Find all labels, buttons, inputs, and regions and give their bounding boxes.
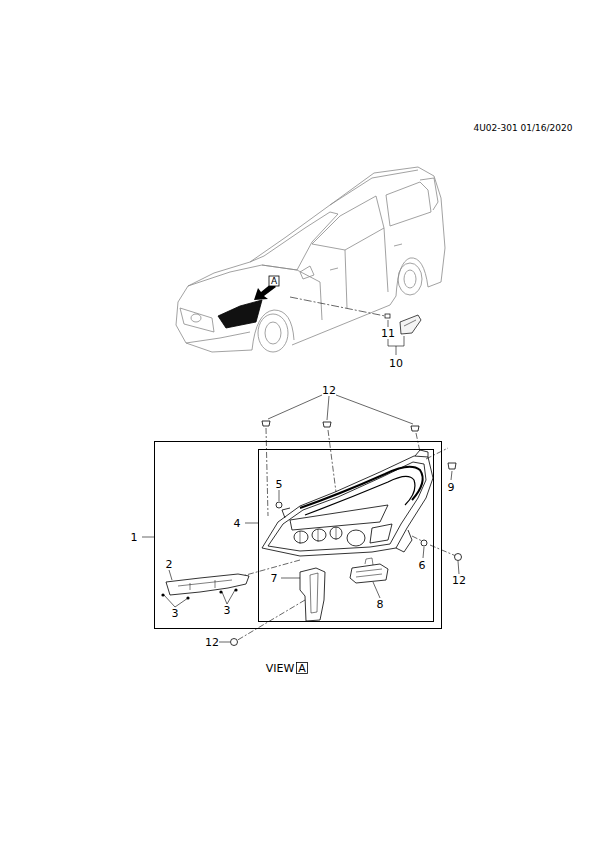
callout-number: 7 (271, 573, 278, 584)
side-marker (400, 315, 421, 334)
callout-number: 1 (131, 532, 138, 543)
callout-number: 3 (172, 608, 179, 619)
callout-number: 12 (452, 575, 466, 586)
car-headlamp (218, 300, 262, 328)
assembly-frame (155, 442, 442, 629)
clips (231, 421, 462, 646)
view-label: VIEW (266, 663, 295, 674)
view-box (297, 663, 308, 674)
drawing-number: 4U02-301 01/16/2020 (474, 124, 573, 133)
callout-number: 6 (419, 560, 426, 571)
callout-number: 12 (205, 637, 219, 648)
view-letter: A (271, 277, 277, 286)
callout-number: 4 (234, 518, 241, 529)
headlamp (262, 450, 433, 556)
callout-number: 11 (381, 328, 395, 339)
callout-number: 5 (276, 479, 283, 490)
callout-number: 3 (224, 605, 231, 616)
callout-number: 2 (166, 559, 173, 570)
vehicle (176, 167, 445, 352)
callout-number: 12 (322, 385, 336, 396)
subassembly-frame (259, 450, 434, 622)
view-letter: A (298, 663, 306, 674)
assembly-lines (210, 428, 456, 641)
bracket (166, 574, 249, 595)
fasteners (161, 588, 237, 599)
leader (290, 297, 385, 316)
view-box (269, 276, 279, 286)
callout-leaders (142, 395, 459, 642)
callout-number: 8 (377, 599, 384, 610)
bracket (300, 568, 325, 621)
control-module (350, 564, 388, 583)
callout-number: 9 (448, 482, 455, 493)
clip (385, 314, 390, 318)
callout-number: 10 (389, 358, 403, 369)
